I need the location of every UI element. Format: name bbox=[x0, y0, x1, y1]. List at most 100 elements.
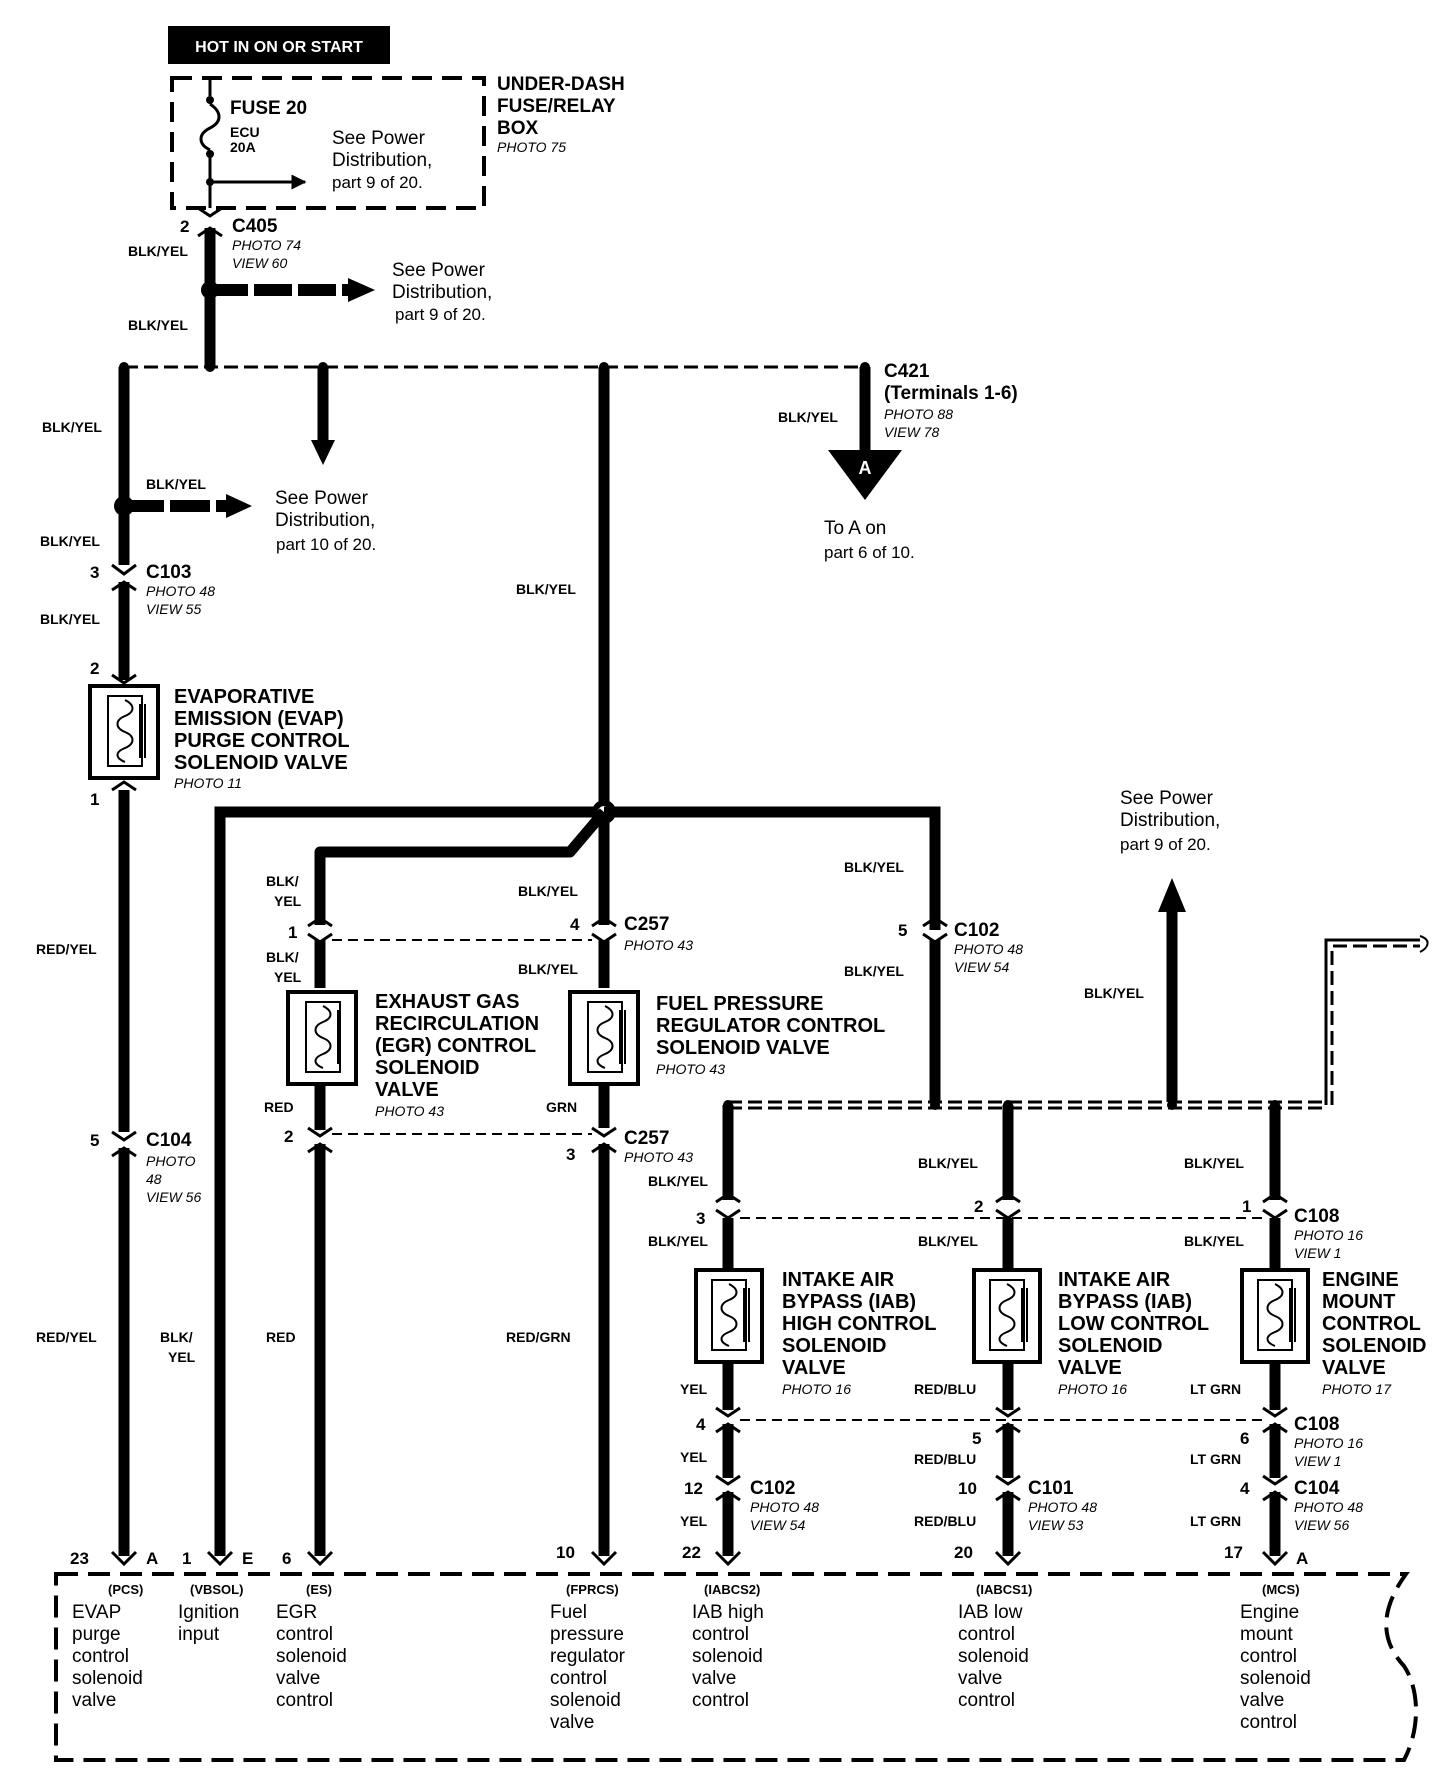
mcs-c104-label: C104 bbox=[1294, 1478, 1340, 1499]
svg-text:valve: valve bbox=[72, 1690, 116, 1711]
iabh-label-5: VALVE bbox=[782, 1357, 846, 1379]
c405-see-3: part 9 of 20. bbox=[395, 305, 486, 324]
evap-label-4: SOLENOID VALVE bbox=[174, 752, 348, 774]
c405-photo: PHOTO 74 bbox=[232, 237, 301, 253]
c405-pin: 2 bbox=[180, 217, 189, 236]
ecm-signal-vbsol: (VBSOL) Ignition input bbox=[178, 1582, 243, 1645]
svg-text:valve: valve bbox=[958, 1668, 1002, 1689]
iabl-pin-2: 2 bbox=[974, 1197, 983, 1216]
egr-wire-a2: YEL bbox=[274, 893, 302, 909]
svg-text:control: control bbox=[276, 1690, 333, 1711]
svg-text:(FPRCS): (FPRCS) bbox=[566, 1582, 619, 1597]
c421-to-1: To A on bbox=[824, 518, 886, 539]
svg-text:(IABCS1): (IABCS1) bbox=[976, 1582, 1032, 1597]
iabh-pin-4: 4 bbox=[696, 1415, 706, 1434]
right-power-wire: BLK/YEL bbox=[1084, 985, 1144, 1001]
ecm-signal-pcs: (PCS) EVAP purge control solenoid valve bbox=[72, 1582, 143, 1711]
left-see-2: Distribution, bbox=[275, 510, 375, 531]
svg-text:solenoid: solenoid bbox=[72, 1668, 143, 1689]
iabh-pin-3: 3 bbox=[696, 1209, 705, 1228]
iabl-wire-d: RED/BLU bbox=[914, 1451, 976, 1467]
iabh-label-4: SOLENOID bbox=[782, 1335, 886, 1357]
svg-text:control: control bbox=[550, 1668, 607, 1689]
mcs-pin-1: 1 bbox=[1242, 1197, 1251, 1216]
c102-top-label: C102 bbox=[954, 920, 999, 941]
mcs-label-1: ENGINE bbox=[1322, 1269, 1399, 1291]
fuse-see-2: Distribution, bbox=[332, 150, 432, 171]
svg-text:control: control bbox=[692, 1690, 749, 1711]
iabh-c102-label: C102 bbox=[750, 1478, 795, 1499]
svg-text:22: 22 bbox=[682, 1543, 701, 1562]
egr-wire-c: RED bbox=[264, 1099, 294, 1115]
mcs-wire-a: BLK/YEL bbox=[1184, 1155, 1244, 1171]
c104-left-view: VIEW 56 bbox=[146, 1189, 201, 1205]
egr-wire-b2: YEL bbox=[274, 969, 302, 985]
evap-pin-2: 2 bbox=[90, 659, 99, 678]
iabh-wire-b: BLK/YEL bbox=[648, 1233, 708, 1249]
c405-label: C405 bbox=[232, 216, 278, 237]
egr-label-1: EXHAUST GAS bbox=[375, 991, 519, 1013]
ecm-signal-mcs: (MCS) Engine mount control solenoid valv… bbox=[1240, 1582, 1311, 1733]
iabl-photo: PHOTO 16 bbox=[1058, 1381, 1127, 1397]
c421-photo: PHOTO 88 bbox=[884, 406, 953, 422]
svg-text:FUSE/RELAY: FUSE/RELAY bbox=[497, 96, 616, 117]
evap-label-2: EMISSION (EVAP) bbox=[174, 708, 344, 730]
svg-text:UNDER-DASH: UNDER-DASH bbox=[497, 74, 625, 95]
iabl-label-2: BYPASS (IAB) bbox=[1058, 1291, 1192, 1313]
egr-label-2: RECIRCULATION bbox=[375, 1013, 539, 1035]
c405-view: VIEW 60 bbox=[232, 255, 287, 271]
egr-wire-d: RED bbox=[266, 1329, 296, 1345]
mcs-c108b-label: C108 bbox=[1294, 1414, 1339, 1435]
iabh-label-2: BYPASS (IAB) bbox=[782, 1291, 916, 1313]
svg-text:control: control bbox=[958, 1690, 1015, 1711]
svg-text:Engine: Engine bbox=[1240, 1602, 1299, 1623]
iabl-label-1: INTAKE AIR bbox=[1058, 1269, 1171, 1291]
c405-wire-2: BLK/YEL bbox=[128, 317, 188, 333]
iabh-c102-photo: PHOTO 48 bbox=[750, 1499, 819, 1515]
svg-text:valve: valve bbox=[550, 1712, 594, 1733]
c103-label: C103 bbox=[146, 562, 191, 583]
svg-text:control: control bbox=[1240, 1646, 1297, 1667]
egr-label-4: SOLENOID bbox=[375, 1057, 479, 1079]
svg-text:input: input bbox=[178, 1624, 220, 1645]
svg-text:(PCS): (PCS) bbox=[108, 1582, 143, 1597]
c421-to-2: part 6 of 10. bbox=[824, 543, 915, 562]
fuse-amps-label: 20A bbox=[230, 139, 256, 155]
evap-pin-1: 1 bbox=[90, 790, 99, 809]
fprc-label-3: SOLENOID VALVE bbox=[656, 1037, 830, 1059]
hot-label-box bbox=[168, 26, 390, 64]
svg-text:1: 1 bbox=[182, 1549, 191, 1568]
left-see-3: part 10 of 20. bbox=[276, 535, 376, 554]
iabl-c101-view: VIEW 53 bbox=[1028, 1517, 1083, 1533]
c257-bottom-photo: PHOTO 43 bbox=[624, 1149, 693, 1165]
vbsol-wire-label-2: YEL bbox=[168, 1349, 196, 1365]
fprc-wire-d: RED/GRN bbox=[506, 1329, 571, 1345]
mcs-pin-6: 6 bbox=[1240, 1429, 1249, 1448]
svg-text:20: 20 bbox=[954, 1543, 973, 1562]
c421-label: C421 bbox=[884, 361, 930, 382]
iabl-solenoid bbox=[972, 1268, 1042, 1364]
vbsol-wire bbox=[214, 806, 604, 1556]
fuse-ecu-label: ECU bbox=[230, 124, 260, 140]
iabh-c102-view: VIEW 54 bbox=[750, 1517, 805, 1533]
c102-top-pin: 5 bbox=[898, 921, 907, 940]
iabl-label-5: VALVE bbox=[1058, 1357, 1122, 1379]
svg-text:control: control bbox=[276, 1624, 333, 1645]
left-see-1: See Power bbox=[275, 488, 369, 509]
iabh-wire-e: YEL bbox=[680, 1513, 708, 1529]
fuse-box bbox=[170, 76, 486, 210]
c103-pin: 3 bbox=[90, 563, 99, 582]
ecm-signal-es: (ES) EGR control solenoid valve control bbox=[276, 1582, 347, 1711]
svg-text:EVAP: EVAP bbox=[72, 1602, 121, 1623]
mcs-c104-view: VIEW 56 bbox=[1294, 1517, 1349, 1533]
iabl-wire-b: BLK/YEL bbox=[918, 1233, 978, 1249]
svg-text:valve: valve bbox=[276, 1668, 320, 1689]
iabl-pin-10: 10 bbox=[958, 1479, 977, 1498]
svg-text:(MCS): (MCS) bbox=[1262, 1582, 1300, 1597]
svg-text:solenoid: solenoid bbox=[958, 1646, 1029, 1667]
svg-text:control: control bbox=[72, 1646, 129, 1667]
ecm-signal-iabcs1: (IABCS1) IAB low control solenoid valve … bbox=[958, 1582, 1032, 1711]
left-wire-2: BLK/YEL bbox=[40, 533, 100, 549]
c421-arrow bbox=[828, 450, 902, 500]
c102-top-wire-a: BLK/YEL bbox=[844, 859, 904, 875]
